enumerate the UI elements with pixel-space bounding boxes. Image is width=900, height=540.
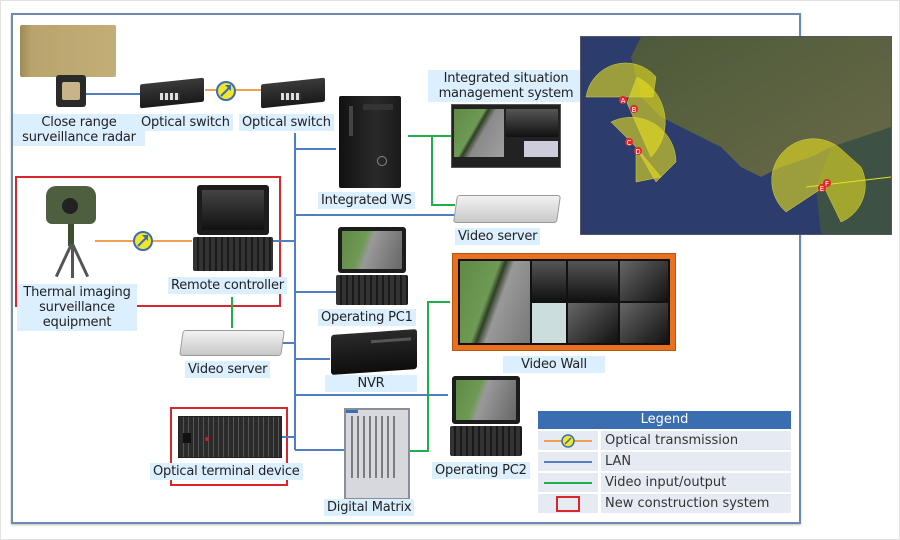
legend-item: New construction system — [538, 494, 791, 513]
map-marker-a — [619, 96, 627, 104]
video-server-top-label: Video server — [455, 228, 541, 245]
map-marker-d-label: D — [635, 148, 640, 156]
remote-controller-label: Remote controller — [168, 277, 287, 294]
map-markers: A B C D E F — [619, 96, 831, 193]
operating-pc2-laptop-icon — [450, 376, 522, 458]
lan-line-icon — [544, 461, 592, 463]
optical-switch-2-icon — [261, 76, 327, 109]
map-marker-c-label: C — [627, 139, 632, 147]
optical-transmission-icon — [544, 434, 592, 448]
optical-switch-2-label: Optical switch — [239, 114, 334, 131]
coverage-sector-cd2 — [635, 146, 662, 183]
map-marker-b-label: B — [632, 106, 637, 114]
video-ws-video-server — [431, 136, 455, 206]
digital-matrix-icon — [344, 408, 410, 500]
situation-system-screen — [451, 104, 561, 168]
optical-transmission-icon — [133, 231, 153, 251]
map-svg: A B C D E F — [581, 37, 891, 234]
legend: Legend Optical transmission LAN Video in… — [538, 411, 791, 513]
map-marker-c — [625, 138, 633, 146]
new-system-box-icon — [556, 496, 580, 512]
legend-label: LAN — [601, 452, 791, 471]
new-system-box-optical-terminal — [170, 407, 288, 486]
legend-label: Optical transmission — [601, 431, 791, 450]
nvr-label: NVR — [325, 375, 417, 392]
legend-label: New construction system — [601, 494, 791, 513]
optical-terminal-icon — [178, 416, 282, 458]
optical-switch-1-label: Optical switch — [138, 114, 233, 131]
coverage-sector-cd — [610, 117, 677, 183]
lan-line-symbol — [538, 452, 598, 471]
video-server-bottom-icon — [179, 330, 285, 356]
legend-label: Video input/output — [601, 473, 791, 492]
coverage-sector-ef — [771, 138, 866, 223]
coverage-map: A B C D E F — [580, 36, 892, 235]
map-marker-e — [818, 184, 826, 192]
legend-item: Optical transmission — [538, 431, 791, 450]
operating-pc1-laptop-icon — [336, 227, 408, 307]
operating-pc2-label: Operating PC2 — [432, 462, 530, 479]
new-system-box-symbol — [538, 494, 598, 513]
legend-item: Video input/output — [538, 473, 791, 492]
map-marker-a-label: A — [621, 97, 626, 105]
optical-transmission-symbol — [538, 431, 598, 450]
video-wall-icon — [452, 253, 676, 351]
video-server-bottom-label: Video server — [185, 361, 271, 378]
map-marker-f — [823, 179, 831, 187]
video-wall-label: Video Wall — [503, 356, 605, 373]
workstation-tower-icon — [339, 96, 401, 188]
video-line-symbol — [538, 473, 598, 492]
thermal-camera-icon — [38, 184, 104, 280]
radar-panel-icon — [20, 25, 116, 77]
optical-switch-1-icon — [140, 76, 206, 109]
remote-controller-laptop-icon — [193, 185, 273, 273]
operating-pc1-label: Operating PC1 — [318, 309, 416, 326]
video-server-top-icon — [453, 195, 561, 223]
map-marker-e-label: E — [820, 185, 824, 193]
radar-device — [18, 24, 118, 112]
video-matrix-wall — [406, 301, 450, 452]
map-marker-d — [634, 147, 642, 155]
optical-transmission-icon — [216, 81, 236, 101]
digital-matrix-label: Digital Matrix — [324, 499, 415, 516]
map-marker-b — [630, 105, 638, 113]
legend-item: LAN — [538, 452, 791, 471]
nvr-icon — [331, 328, 417, 376]
map-marker-f-label: F — [825, 180, 829, 188]
legend-title: Legend — [538, 411, 791, 429]
integrated-ws-label: Integrated WS — [318, 192, 415, 209]
video-line-icon — [544, 482, 592, 484]
optical-terminal-label: Optical terminal device — [150, 463, 303, 480]
